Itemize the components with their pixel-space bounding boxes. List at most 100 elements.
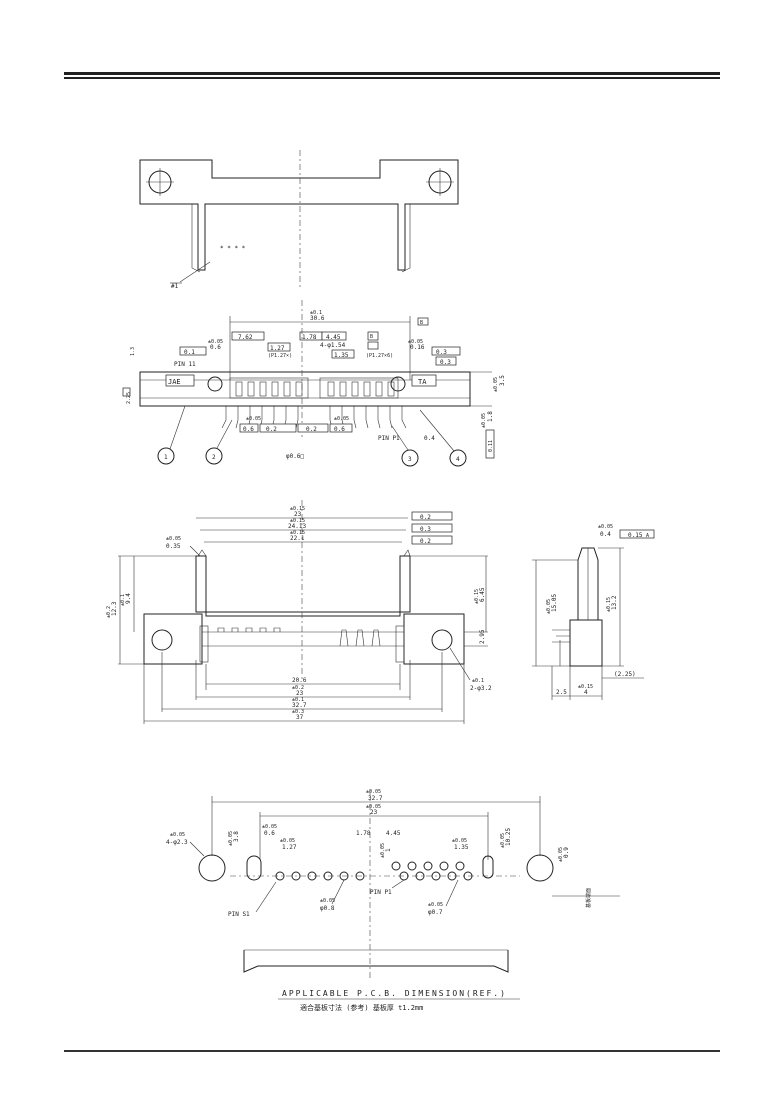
end-top-tol: ±0.05: [598, 524, 613, 530]
dim-127: 1.27: [270, 345, 285, 352]
pcb-hleft: 3.8: [233, 831, 240, 842]
bottom-tol-right: ±0.05: [334, 416, 349, 422]
pcb-d06-tol: ±0.05: [262, 824, 277, 830]
left-val: 0.35: [166, 543, 181, 550]
pin-p1-label: PIN P1: [378, 435, 400, 442]
front-overall-tol: ±0.1: [310, 310, 322, 316]
pin-label: #1: [171, 283, 179, 290]
front-overall: 30.6: [310, 315, 325, 322]
pcb-inner: 23: [370, 809, 378, 816]
top-view: * * * * #1: [139, 150, 459, 290]
h-total: 12.3: [111, 601, 118, 616]
front-view: ±0.1 30.6 B 7.62 1.78 4.45 B 1.27 (P1.27…: [122, 300, 506, 467]
w2-tol: ±0.15: [290, 518, 305, 524]
pitch-note2: (P1.27×6): [366, 353, 393, 359]
pcb-hright2-tol: ±0.05: [558, 847, 564, 862]
pcb-inner-tol: ±0.05: [366, 804, 381, 810]
phi-label: 4-φ1.54: [320, 342, 346, 349]
pcb-caption: APPLICABLE P.C.B. DIMENSION(REF.): [282, 989, 507, 998]
h-total-tol: ±0.2: [106, 606, 112, 618]
end-b1: 2.5: [556, 689, 567, 696]
hole-note: 2-φ3.2: [470, 685, 492, 692]
pcb-d445: 4.45: [386, 830, 401, 837]
pcb-hole-tol: ±0.05: [170, 832, 185, 838]
tol2: ±0.05: [408, 339, 423, 345]
end-b2-tol: ±0.15: [578, 684, 593, 690]
footer-rule: [64, 1050, 720, 1052]
tol1-val: 0.6: [210, 344, 221, 351]
tol1: ±0.05: [208, 339, 223, 345]
bottom-tol-left: ±0.05: [246, 416, 261, 422]
pcb-d127: 1.27: [282, 844, 297, 851]
w1-tol: ±0.15: [290, 506, 305, 512]
ref-b-top: B: [420, 320, 423, 326]
h-right2: 1.8: [487, 411, 494, 422]
pcb-hmid-tol: ±0.05: [380, 843, 386, 858]
gdt-c2: 0.2: [306, 426, 317, 433]
dim-pitch-762: 7.62: [238, 334, 253, 341]
end-h1: 15.05: [551, 594, 558, 612]
pcb-hleft-tol: ±0.05: [228, 831, 234, 846]
hole-tol: ±0.1: [472, 678, 484, 684]
pcb-d127-tol: ±0.05: [280, 838, 295, 844]
pitch-note: (P1.27×): [268, 353, 292, 359]
pcb-pin-s1: PIN S1: [228, 911, 250, 918]
pcb-pad1-tol: ±0.05: [320, 898, 335, 904]
end-b2: 4: [584, 689, 588, 696]
pcb-caption-jp: 適合基板寸法 (参考) 基板厚 t1.2mm: [300, 1003, 423, 1012]
dim-04: 0.4: [424, 435, 435, 442]
w3-tol: ±0.15: [290, 530, 305, 536]
callout-2: 2: [212, 454, 216, 461]
b3: 32.7: [292, 702, 307, 709]
end-right: (2.25): [614, 671, 636, 678]
pcb-hright2: 0.9: [563, 847, 570, 858]
callout-1: 1: [164, 454, 168, 461]
callout-3: 3: [408, 456, 412, 463]
h-right-tol-side: ±0.15: [474, 589, 480, 604]
h-inner: 9.4: [125, 593, 132, 604]
gdt1: 0.2: [420, 514, 431, 521]
end-h2: 13.2: [611, 595, 618, 610]
side-view: ±0.15 23 0.2 ±0.15 24.13 0.3 ±0.15 22.1 …: [106, 500, 492, 724]
bottom-dim-right: 0.6: [334, 426, 345, 433]
b4: 37: [296, 714, 304, 721]
gdt2: 0.3: [420, 526, 431, 533]
end-ref: A: [646, 533, 649, 539]
end-top-val: 0.4: [600, 531, 611, 538]
pcb-hole-note: 4-φ2.3: [166, 839, 188, 846]
b3-tol: ±0.1: [292, 697, 304, 703]
h-right-side: 6.45: [479, 587, 486, 602]
end-view: ±0.05 0.4 0.15 A ±0.05 15.05 ±0.15 13.2 …: [532, 524, 655, 700]
note-sq: φ0.6□: [286, 453, 304, 460]
h-inner-tol: ±0.1: [120, 594, 126, 606]
gdt-c: 0.2: [266, 426, 277, 433]
pcb-hmid: 1: [385, 848, 392, 852]
pcb-hright-tol: ±0.05: [500, 833, 506, 848]
w2: 24.13: [288, 523, 306, 530]
gdt-d: 0.3: [440, 359, 451, 366]
gdt-a: 0.1: [184, 349, 195, 356]
gdt-b: 0.3: [436, 349, 447, 356]
pcb-d138: 1.35: [454, 844, 469, 851]
h-right2-tol: ±0.05: [481, 413, 487, 428]
pcb-pin-p1: PIN P1: [370, 889, 392, 896]
dim-225: 2.25: [126, 392, 132, 404]
pcb-d138-tol: ±0.05: [452, 838, 467, 844]
h-right-tol: ±0.05: [493, 377, 499, 392]
gdt3: 0.2: [420, 538, 431, 545]
end-h1-tol: ±0.05: [546, 599, 552, 614]
pin-marks: * * * *: [220, 245, 246, 252]
pin11-label: PIN 11: [174, 361, 196, 368]
pcb-pad2: φ0.7: [428, 909, 443, 916]
left-tol: ±0.05: [166, 536, 181, 542]
pcb-d06: 0.6: [264, 830, 275, 837]
dim-445: 4.45: [326, 334, 341, 341]
pcb-d178: 1.78: [356, 830, 371, 837]
pcb-board-note: 基板端面: [585, 888, 592, 908]
b2: 23: [296, 690, 304, 697]
pcb-view: ±0.05 32.7 ±0.05 23 ±0.05 4-φ2.3 ±0.05 0…: [166, 789, 620, 1012]
ta-mark: TA: [418, 378, 427, 386]
w1: 23: [294, 511, 302, 518]
pcb-overall-tol: ±0.05: [366, 789, 381, 795]
